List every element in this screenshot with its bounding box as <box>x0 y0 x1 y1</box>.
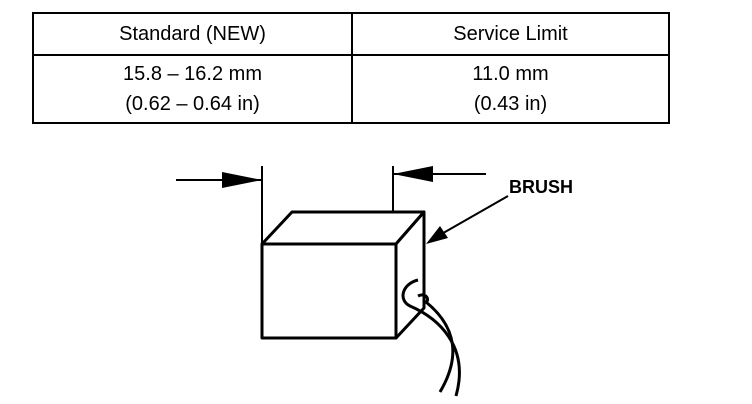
service-limit-value-in: (0.43 in) <box>473 93 548 115</box>
standard-value-mm: 15.8 – 16.2 mm <box>123 63 262 85</box>
dimension-arrowhead-right <box>393 166 433 182</box>
brush-block <box>260 210 426 340</box>
brush-leader-line <box>437 195 509 237</box>
brush-callout-label: BRUSH <box>509 177 573 197</box>
service-limit-header: Service Limit <box>351 12 670 56</box>
brush-front-face <box>260 242 398 340</box>
service-limit-value-mm: 11.0 mm <box>472 63 549 85</box>
standard-header: Standard (NEW) <box>32 12 353 56</box>
brush-length-spec-table: Standard (NEW) Service Limit 15.8 – 16.2… <box>32 12 670 124</box>
brush-leader-arrowhead <box>426 226 448 244</box>
standard-value-cell: 15.8 – 16.2 mm (0.62 – 0.64 in) <box>32 54 353 124</box>
service-limit-value-cell: 11.0 mm (0.43 in) <box>351 54 670 124</box>
spec-value-row: 15.8 – 16.2 mm (0.62 – 0.64 in) 11.0 mm … <box>32 54 670 124</box>
dimension-arrowhead-left <box>222 172 262 188</box>
standard-value-in: (0.62 – 0.64 in) <box>125 93 260 115</box>
brush-lead-wire <box>401 278 461 397</box>
spec-header-row: Standard (NEW) Service Limit <box>32 12 670 56</box>
